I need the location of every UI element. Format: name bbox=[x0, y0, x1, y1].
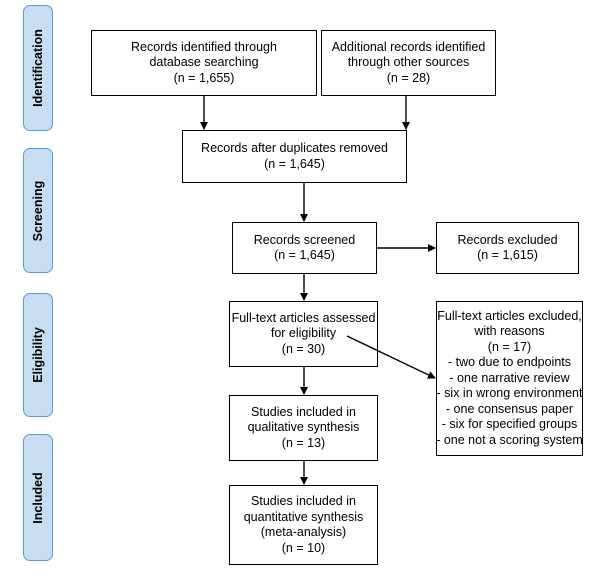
ft-excluded-line-1: Full-text articles excluded, bbox=[437, 308, 582, 323]
excluded-line-2: (n = 1,615) bbox=[477, 248, 538, 262]
box-records-excluded: Records excluded (n = 1,615) bbox=[436, 222, 579, 274]
box-fulltext-assessed: Full-text articles assessed for eligibil… bbox=[229, 301, 378, 367]
other-sources-line-2: through other sources bbox=[347, 55, 470, 70]
db-search-line-2: database searching bbox=[149, 55, 259, 70]
dedup-line-2: (n = 1,645) bbox=[264, 156, 325, 171]
ft-excluded-reason-6: - one not a scoring system bbox=[436, 432, 583, 447]
db-search-line-1: Records identified through bbox=[131, 39, 277, 54]
quantitative-line-4: (n = 10) bbox=[281, 540, 326, 555]
screened-line-1: Records screened bbox=[253, 232, 356, 247]
other-sources-line-1: Additional records identified bbox=[331, 39, 486, 54]
ft-excluded-reason-5: - six for specified groups bbox=[441, 417, 578, 432]
ft-excluded-reason-3: - six in wrong environment bbox=[436, 386, 583, 401]
box-duplicates-removed: Records after duplicates removed (n = 1,… bbox=[182, 130, 407, 183]
ft-excluded-line-3: (n = 17) bbox=[487, 339, 532, 354]
box-other-sources: Additional records identified through ot… bbox=[321, 30, 496, 96]
qualitative-line-1: Studies included in bbox=[251, 404, 356, 419]
box-qualitative-synthesis: Studies included in qualitative synthesi… bbox=[229, 395, 378, 461]
dedup-line-1: Records after duplicates removed bbox=[201, 141, 388, 155]
box-quantitative-synthesis: Studies included in quantitative synthes… bbox=[229, 485, 378, 565]
screened-line-2: (n = 1,645) bbox=[274, 248, 335, 262]
other-sources-line-3: (n = 28) bbox=[386, 70, 431, 85]
box-database-searching: Records identified through database sear… bbox=[91, 30, 317, 96]
fulltext-line-1: Full-text articles assessed bbox=[231, 310, 376, 325]
qualitative-line-2: qualitative synthesis bbox=[247, 420, 360, 435]
ft-excluded-reason-2: - one narrative review bbox=[449, 370, 570, 385]
phase-screening: Screening bbox=[23, 148, 53, 273]
fulltext-line-2: for eligibility bbox=[270, 326, 337, 341]
box-fulltext-excluded: Full-text articles excluded, with reason… bbox=[436, 301, 583, 456]
ft-excluded-reason-1: - two due to endpoints bbox=[448, 355, 571, 370]
ft-excluded-reason-4: - one consensus paper bbox=[445, 401, 574, 416]
phase-included: Included bbox=[23, 434, 53, 561]
quantitative-line-1: Studies included in bbox=[251, 494, 356, 508]
db-search-line-3: (n = 1,655) bbox=[173, 70, 235, 85]
excluded-line-1: Records excluded bbox=[457, 232, 558, 247]
ft-excluded-line-2: with reasons bbox=[474, 324, 545, 339]
phase-eligibility: Eligibility bbox=[23, 293, 53, 417]
box-records-screened: Records screened (n = 1,645) bbox=[232, 222, 377, 274]
qualitative-line-3: (n = 13) bbox=[281, 435, 326, 450]
fulltext-line-3: (n = 30) bbox=[281, 341, 326, 356]
arrow-fulltext-to-ft-excluded bbox=[346, 335, 436, 379]
phase-identification: Identification bbox=[23, 5, 53, 131]
quantitative-line-3: (meta-analysis) bbox=[260, 525, 347, 539]
quantitative-line-2: quantitative synthesis bbox=[243, 509, 364, 524]
